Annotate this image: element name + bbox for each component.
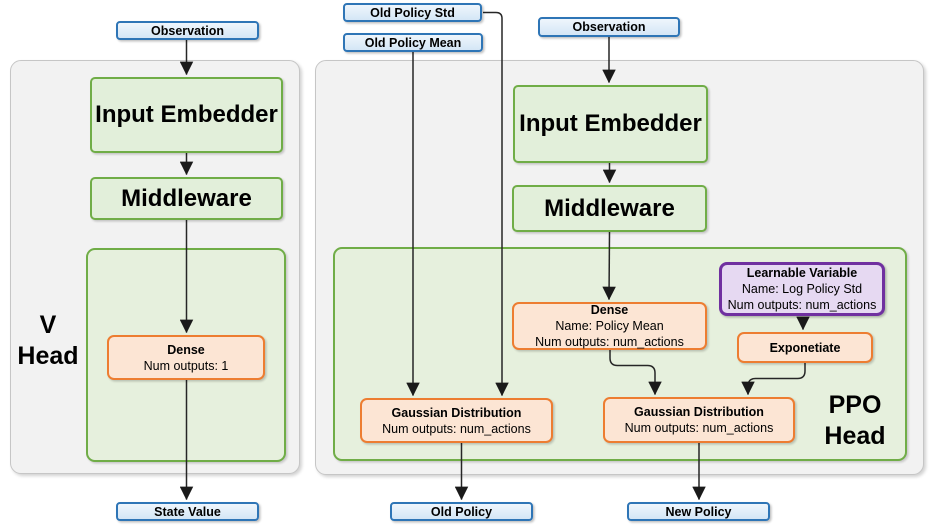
gaussian-distribution-new-node: Gaussian Distribution Num outputs: num_a… xyxy=(603,397,795,443)
dense-policy-mean-title: Dense xyxy=(590,303,629,317)
v-head-label-line2: Head xyxy=(17,341,79,370)
ppo-head-label-line2: Head xyxy=(824,421,886,450)
input-embedder-label-right: Input Embedder xyxy=(519,110,702,137)
old-policy-label: Old Policy xyxy=(430,504,493,519)
exponetiate-label: Exponetiate xyxy=(769,340,841,355)
input-embedder-node-left: Input Embedder xyxy=(90,77,283,153)
input-embedder-label: Input Embedder xyxy=(95,101,278,128)
observation-node-right: Observation xyxy=(538,17,680,37)
old-policy-mean-node: Old Policy Mean xyxy=(343,33,483,52)
dense-policy-mean-name: Name: Policy Mean xyxy=(555,319,664,333)
observation-label-right: Observation xyxy=(572,20,646,34)
new-policy-label: New Policy xyxy=(665,504,732,519)
new-policy-node: New Policy xyxy=(627,502,770,521)
gaussian-new-outputs: Num outputs: num_actions xyxy=(624,421,774,435)
learnable-variable-outputs: Num outputs: num_actions xyxy=(727,298,877,313)
state-value-label: State Value xyxy=(154,504,221,519)
ppo-head-label: PPO Head xyxy=(810,390,900,451)
dense-node-left: Dense Num outputs: 1 xyxy=(107,335,265,380)
old-policy-node: Old Policy xyxy=(390,502,533,521)
v-head-label: V Head xyxy=(12,310,84,371)
gaussian-distribution-old-node: Gaussian Distribution Num outputs: num_a… xyxy=(360,398,553,443)
exponetiate-node: Exponetiate xyxy=(737,332,873,363)
learnable-variable-title: Learnable Variable xyxy=(746,265,858,280)
ppo-head-label-line1: PPO xyxy=(828,391,882,419)
old-policy-std-node: Old Policy Std xyxy=(343,3,482,22)
input-embedder-node-right: Input Embedder xyxy=(513,85,708,163)
dense-title: Dense xyxy=(167,342,205,357)
gaussian-new-title: Gaussian Distribution xyxy=(634,405,764,419)
middleware-node-left: Middleware xyxy=(90,177,283,220)
old-policy-std-label: Old Policy Std xyxy=(370,5,455,20)
v-head-label-line1: V xyxy=(39,311,57,339)
learnable-variable-node: Learnable Variable Name: Log Policy Std … xyxy=(719,262,885,316)
old-policy-mean-label: Old Policy Mean xyxy=(364,35,462,50)
observation-label: Observation xyxy=(151,23,224,38)
dense-policy-mean-node: Dense Name: Policy Mean Num outputs: num… xyxy=(512,302,707,350)
middleware-node-right: Middleware xyxy=(512,185,707,232)
gaussian-old-title: Gaussian Distribution xyxy=(391,405,522,420)
dense-outputs: Num outputs: 1 xyxy=(143,358,229,373)
state-value-node: State Value xyxy=(116,502,259,521)
gaussian-old-outputs: Num outputs: num_actions xyxy=(382,421,531,436)
learnable-variable-name: Name: Log Policy Std xyxy=(741,281,863,296)
dense-policy-mean-outputs: Num outputs: num_actions xyxy=(535,335,684,349)
middleware-label: Middleware xyxy=(121,184,252,212)
observation-node-left: Observation xyxy=(116,21,259,40)
middleware-label-right: Middleware xyxy=(544,194,675,222)
